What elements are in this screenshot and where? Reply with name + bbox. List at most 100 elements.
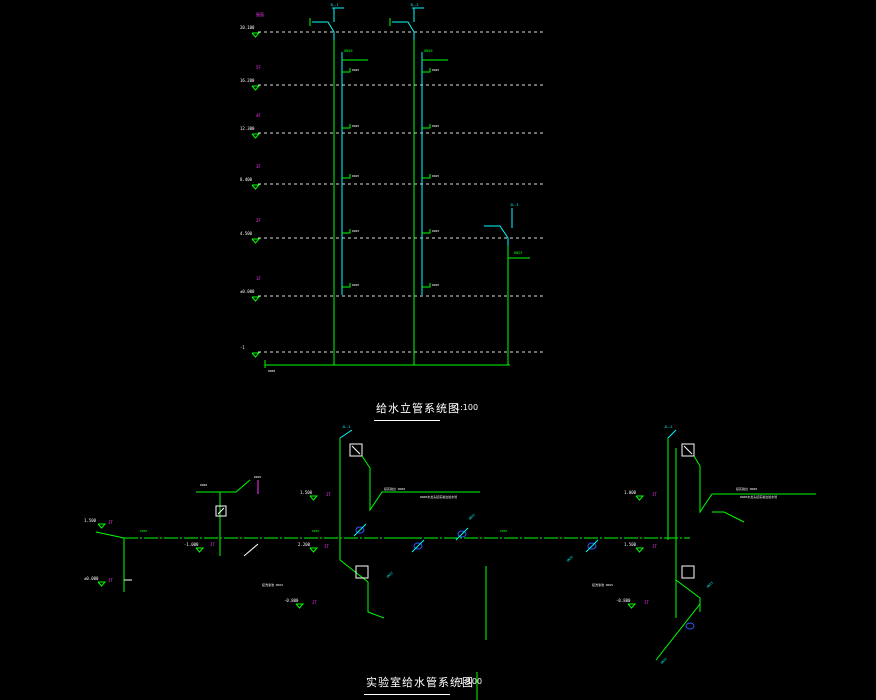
floor-elevation-label: 16.200 xyxy=(240,78,255,83)
lab-label-magenta: JT xyxy=(108,578,113,583)
lab-note: 接洗涤池 DN15 xyxy=(262,582,283,587)
lab-side-branch xyxy=(712,511,745,523)
floor-name-label: 屋面 xyxy=(256,11,264,17)
floor-name-label: 4F xyxy=(256,113,261,118)
elevation-marker xyxy=(251,133,261,139)
riser-branch-tag: DN25 xyxy=(352,174,359,178)
fixture-box xyxy=(355,565,369,579)
elevation-marker xyxy=(627,603,637,609)
elevation-marker xyxy=(97,523,107,529)
pipe-fitting-circle xyxy=(587,542,597,550)
elevation-marker xyxy=(309,547,319,553)
floor-elevation-label: 4.500 xyxy=(240,231,253,236)
riser-branch-stub xyxy=(422,174,431,179)
lab-elevation-label: -1.000 xyxy=(184,542,199,547)
lab-fitting-tag: DN32 xyxy=(468,513,476,521)
pipe-fitting-circle xyxy=(413,542,423,550)
riser-branch-stub xyxy=(422,124,431,129)
floor-elevation-label: 8.400 xyxy=(240,177,253,182)
riser-branch-tag: DN25 xyxy=(432,229,439,233)
riser-branch-stub xyxy=(342,68,351,73)
fitting-diagonal xyxy=(585,539,599,553)
riser-diagram-title: 给水立管系统图 xyxy=(376,402,460,415)
elevation-marker xyxy=(251,352,261,358)
riser-system-diagram: 20.100屋面16.2005F12.3004F8.4003F4.5002F±0… xyxy=(240,3,546,373)
lab-left-stub xyxy=(95,531,125,539)
lab-riser-top xyxy=(667,429,677,439)
riser-branch-tag: DN25 xyxy=(352,124,359,128)
riser-roof-tag: DN50 xyxy=(344,49,352,53)
lab-elevation-label: ±0.000 xyxy=(84,576,99,581)
fixture-box xyxy=(215,505,227,517)
elevation-marker xyxy=(251,32,261,38)
riser-short-tag: DN25 xyxy=(514,251,522,255)
riser-branch-tag: DN25 xyxy=(352,283,359,287)
riser-branch-stub xyxy=(342,283,351,288)
lab-elevation-label: 1.500 xyxy=(84,518,97,523)
lab-diagonal-drop xyxy=(655,603,701,661)
riser-branch-tag: DN25 xyxy=(432,68,439,72)
floor-elevation-label: 20.100 xyxy=(240,25,255,30)
fixture-box-diag xyxy=(683,445,693,455)
riser-short-branch xyxy=(484,225,509,246)
riser-branch-stub xyxy=(422,68,431,73)
lab-elevation-label: -0.800 xyxy=(284,598,299,603)
lab-diagram-title: 实验室给水管系统图 xyxy=(366,676,474,689)
lab-elevation-label: 1.000 xyxy=(624,490,637,495)
fixture-box xyxy=(681,443,695,457)
lab-main-tag: DN50 xyxy=(500,529,507,533)
floor-name-label: 3F xyxy=(256,164,261,169)
lab-main-tag: DN50 xyxy=(312,529,319,533)
riser-branch-tag: DN25 xyxy=(352,229,359,233)
lab-diag-segment xyxy=(243,543,259,557)
elevation-marker xyxy=(635,547,645,553)
floor-name-label: 1F xyxy=(256,276,261,281)
lab-upper-branch xyxy=(361,455,480,512)
riser-branch-tag: DN25 xyxy=(432,283,439,287)
lab-note: DN20水龙头接实验台给水管 xyxy=(740,494,777,499)
fixture-box-diag xyxy=(217,507,225,515)
riser-branch-tag: DN25 xyxy=(432,174,439,178)
riser-branch-stub xyxy=(422,283,431,288)
floor-elevation-label: ±0.000 xyxy=(240,289,255,294)
lab-riser-top xyxy=(339,429,353,439)
fixture-box-diag xyxy=(351,445,361,455)
pipe-fitting-circle xyxy=(457,530,467,538)
lab-fitting-tag: DN32 xyxy=(660,657,668,665)
fitting-diagonal xyxy=(455,527,469,541)
lab-label-magenta: JT xyxy=(108,520,113,525)
lab-riser-tag: JL-2 xyxy=(664,425,672,429)
floor-name-label: 2F xyxy=(256,218,261,223)
lab-note: DN20水龙头接实验台给水管 xyxy=(420,494,457,499)
floor-elevation-label: -1 xyxy=(240,345,245,350)
lab-note: 接洗涤池 DN15 xyxy=(592,582,613,587)
fixture-box xyxy=(349,443,363,457)
lab-label-magenta: JT xyxy=(324,544,329,549)
lab-label-magenta: JT xyxy=(644,600,649,605)
riser-branch-stub xyxy=(342,174,351,179)
fixture-box xyxy=(681,565,695,579)
elevation-marker xyxy=(251,184,261,190)
lab-label-magenta: JT xyxy=(312,600,317,605)
elevation-marker xyxy=(295,603,305,609)
lab-fitting-tag: DN32 xyxy=(386,571,394,579)
lab-elevation-label: 1.500 xyxy=(624,542,637,547)
lab-label-magenta: JT xyxy=(652,544,657,549)
lab-elevation-label: 1.500 xyxy=(300,490,313,495)
lab-diagram-scale: 1:100 xyxy=(459,677,483,686)
elevation-marker xyxy=(309,495,319,501)
riser-branch-stub xyxy=(422,229,431,234)
riser-tag: JL-2 xyxy=(410,3,418,7)
lab-riser-tag: JL-1 xyxy=(342,425,350,429)
riser-branch-tag: DN25 xyxy=(432,124,439,128)
riser-base-tag: DN50 xyxy=(268,369,275,373)
lab-note: 接实验台 DN20 xyxy=(384,486,405,491)
riser-roof-tag: DN50 xyxy=(424,49,432,53)
fitting-diagonal xyxy=(411,539,425,553)
elevation-marker xyxy=(635,495,645,501)
lab-branch-tag: DN25 xyxy=(254,475,261,479)
lab-fitting-tag: DN25 xyxy=(706,581,714,589)
riser-top-branch xyxy=(312,21,335,40)
lab-elevation-label: 2.200 xyxy=(298,542,311,547)
